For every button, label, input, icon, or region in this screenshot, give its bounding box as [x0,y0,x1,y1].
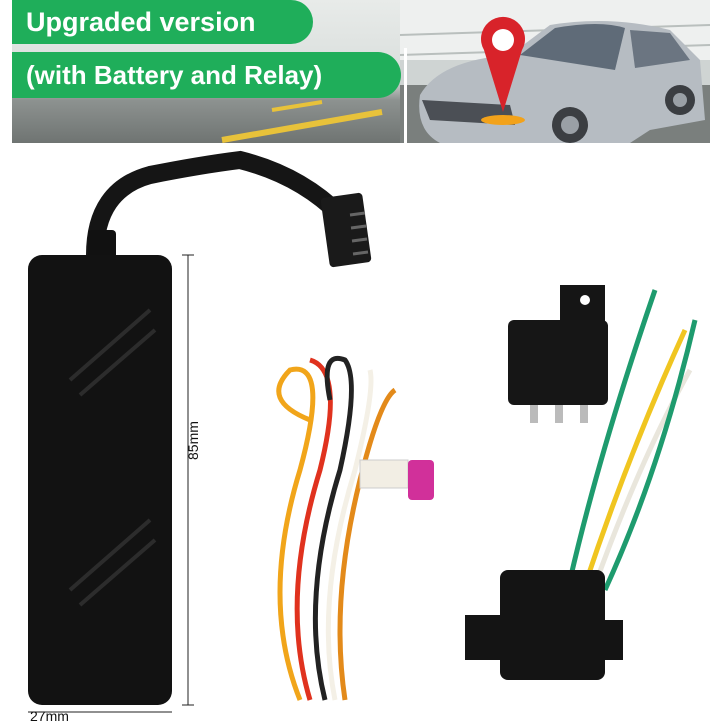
width-dimension-label: 27mm [30,708,69,724]
dimension-lines [28,254,194,713]
relay-socket [465,570,623,680]
height-dimension-label: 85mm [185,421,201,460]
road-markings [221,100,383,143]
wire-harness [276,356,397,701]
fuse-holder [408,460,434,500]
gps-tracker-body [28,255,172,705]
tracker-connector [320,192,372,268]
car-with-location-pin-photo [400,0,710,143]
relay-socket-wires [567,289,698,592]
tracker-cable [86,150,347,256]
relay [508,285,608,423]
banner-title: Upgraded version [12,0,313,44]
harness-plug [359,459,409,489]
location-pin-icon [481,16,525,125]
banner-subtitle: (with Battery and Relay) [12,52,401,98]
banner-frame [12,48,407,143]
promo-banner: Upgraded version (with Battery and Relay… [12,0,710,143]
